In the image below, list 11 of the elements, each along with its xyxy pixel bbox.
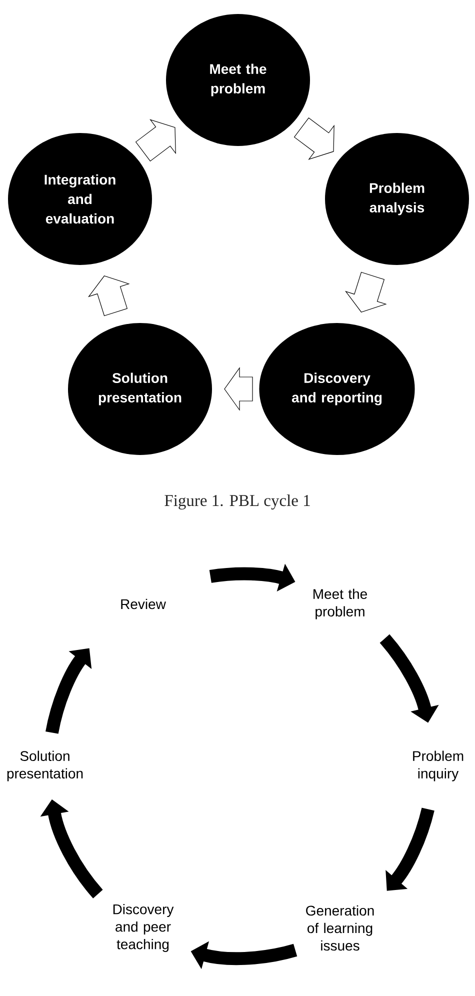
stage-label: Discovery and peer teaching bbox=[113, 904, 174, 952]
stage-label: Review bbox=[121, 598, 166, 610]
stage-label: Generation of learning issues bbox=[306, 905, 374, 951]
curved-arrow bbox=[386, 808, 434, 891]
block-arrow bbox=[224, 367, 253, 411]
block-arrow bbox=[88, 276, 130, 316]
stage-label: Problem inquiry bbox=[413, 750, 464, 782]
stage-label: Solution presentation bbox=[7, 750, 83, 782]
block-arrow bbox=[344, 272, 387, 312]
figure-caption: Figure 1. PBL cycle 1 bbox=[164, 494, 310, 510]
stage-label: Meet the problem bbox=[314, 588, 367, 620]
